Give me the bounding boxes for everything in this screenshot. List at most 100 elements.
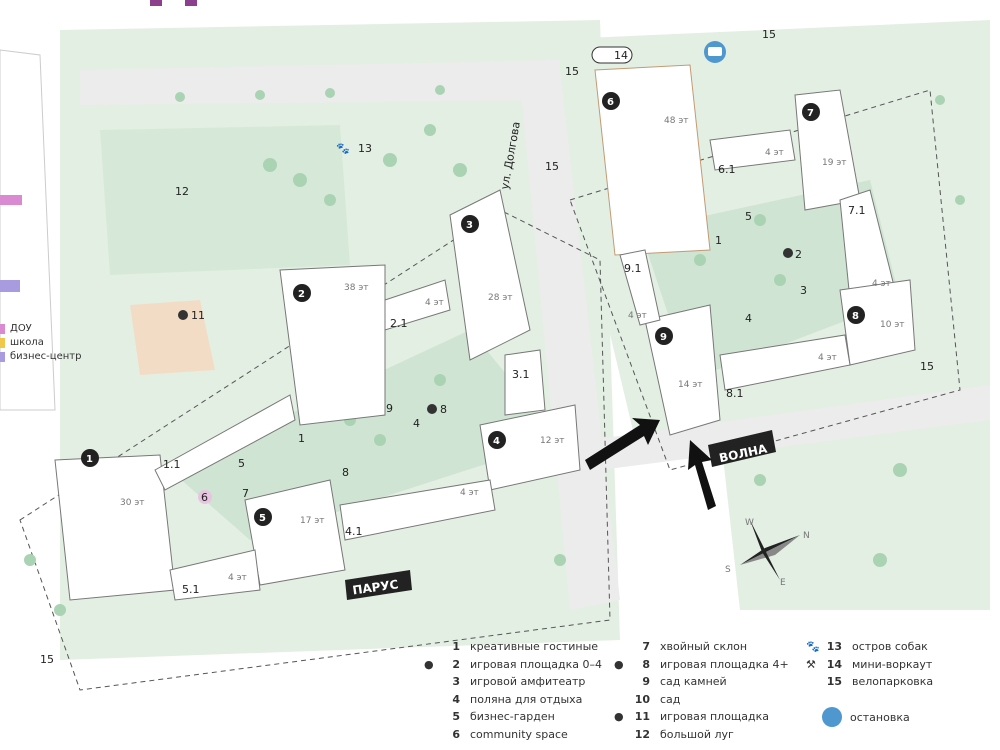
- svg-text:4 эт: 4 эт: [818, 353, 837, 363]
- svg-text:48 эт: 48 эт: [664, 116, 689, 126]
- compass-icon: W N S E: [725, 518, 810, 588]
- svg-text:4: 4: [493, 436, 500, 447]
- legend-number: 6: [452, 728, 460, 741]
- legend-number: 7: [642, 640, 650, 653]
- legend-label: сад камней: [660, 675, 727, 689]
- legend-label: мини-воркаут: [852, 657, 933, 671]
- svg-text:15: 15: [762, 28, 776, 41]
- legend-number: 3: [452, 675, 460, 689]
- svg-text:8.1: 8.1: [726, 387, 744, 400]
- svg-text:5: 5: [238, 457, 245, 470]
- svg-text:4: 4: [413, 417, 420, 430]
- svg-text:3: 3: [800, 284, 807, 297]
- svg-text:3: 3: [466, 220, 473, 231]
- park-area-se: [720, 400, 990, 610]
- entrance-arrows-icon: [585, 418, 716, 510]
- svg-text:8: 8: [440, 403, 447, 416]
- ball-icon: ●: [614, 657, 624, 671]
- svg-text:5.1: 5.1: [182, 583, 200, 596]
- svg-text:30 эт: 30 эт: [120, 498, 145, 508]
- svg-text:4 эт: 4 эт: [872, 279, 891, 289]
- area-markers: 12 🐾13 11 1 4 8 9 5 6 7 8 1 2 3 4 5 14 1…: [40, 28, 934, 666]
- legend-label: бизнес-гарден: [470, 710, 555, 724]
- legend-number: 8: [642, 657, 650, 671]
- ball-icon: ●: [614, 710, 624, 724]
- svg-text:1: 1: [298, 432, 305, 445]
- svg-text:12 эт: 12 эт: [540, 436, 565, 446]
- svg-text:N: N: [803, 531, 810, 541]
- svg-text:12: 12: [175, 185, 189, 198]
- legend-number: 15: [826, 675, 842, 689]
- legend-label: остров собак: [852, 640, 928, 653]
- legend-label: поляна для отдыха: [470, 692, 583, 706]
- svg-text:9: 9: [660, 332, 667, 343]
- svg-text:4: 4: [745, 312, 752, 325]
- inset-legend: ДОУ школа бизнес-центр: [0, 320, 81, 365]
- svg-text:2.1: 2.1: [390, 317, 408, 330]
- road-dolgova: [520, 70, 620, 610]
- svg-text:1: 1: [86, 454, 93, 465]
- legend-number: 14: [826, 657, 842, 671]
- legend-bus-stop: остановка: [822, 707, 910, 727]
- legend-item: ● 8 игровая площадка 4+: [614, 657, 789, 671]
- svg-text:4 эт: 4 эт: [765, 148, 784, 158]
- svg-text:S: S: [725, 565, 731, 575]
- legend-label: игровая площадка 0–4: [470, 657, 603, 671]
- svg-text:38 эт: 38 эт: [344, 283, 369, 293]
- legend-number: 13: [826, 640, 842, 653]
- svg-text:4 эт: 4 эт: [628, 311, 647, 321]
- svg-text:1: 1: [715, 234, 722, 247]
- svg-text:5: 5: [259, 513, 266, 524]
- svg-text:2: 2: [298, 289, 305, 300]
- legend-number: 4: [452, 692, 460, 706]
- svg-text:7: 7: [242, 487, 249, 500]
- legend-item: 6 community space: [440, 728, 568, 741]
- svg-text:2: 2: [795, 248, 802, 261]
- inset-map: [0, 49, 56, 411]
- svg-text:13: 13: [358, 142, 372, 155]
- meadow-12: [100, 125, 350, 275]
- svg-text:ПАРУС: ПАРУС: [352, 577, 400, 597]
- volna-boundary: [569, 89, 961, 471]
- complex-parus-label: ПАРУС: [345, 570, 412, 600]
- svg-text:4 эт: 4 эт: [460, 488, 479, 498]
- legend-number: 9: [642, 675, 650, 689]
- svg-text:19 эт: 19 эт: [822, 158, 847, 168]
- legend-label: игровая площадка 4+: [660, 657, 789, 671]
- svg-text:28 эт: 28 эт: [488, 293, 513, 303]
- legend-label: игровая площадка: [660, 710, 770, 724]
- legend-number: 12: [634, 728, 650, 741]
- legend-label: хвойный склон: [660, 640, 748, 653]
- svg-text:15: 15: [920, 360, 934, 373]
- playground-11: [130, 300, 215, 375]
- legend-label: community space: [470, 728, 568, 741]
- svg-text:8: 8: [852, 311, 859, 322]
- legend-number: 1: [452, 640, 460, 653]
- svg-text:7.1: 7.1: [848, 204, 866, 217]
- legend-number: 2: [452, 657, 460, 671]
- svg-text:14: 14: [614, 49, 628, 62]
- dumbbell-icon: ⚒: [806, 657, 816, 671]
- svg-text:6: 6: [201, 491, 208, 504]
- svg-text:15: 15: [40, 653, 54, 666]
- svg-text:11: 11: [191, 309, 205, 322]
- legend-item: 9 сад камней: [630, 675, 727, 689]
- svg-text:9.1: 9.1: [624, 262, 642, 275]
- legend-business-center: бизнес-центр: [10, 351, 82, 362]
- svg-text:8: 8: [342, 466, 349, 479]
- bus-icon: [822, 707, 842, 727]
- svg-text:15: 15: [565, 65, 579, 78]
- svg-text:4.1: 4.1: [345, 525, 363, 538]
- svg-text:4 эт: 4 эт: [425, 298, 444, 308]
- svg-text:6.1: 6.1: [718, 163, 736, 176]
- svg-text:17 эт: 17 эт: [300, 516, 325, 526]
- legend-item: 7 хвойный склон: [630, 640, 747, 653]
